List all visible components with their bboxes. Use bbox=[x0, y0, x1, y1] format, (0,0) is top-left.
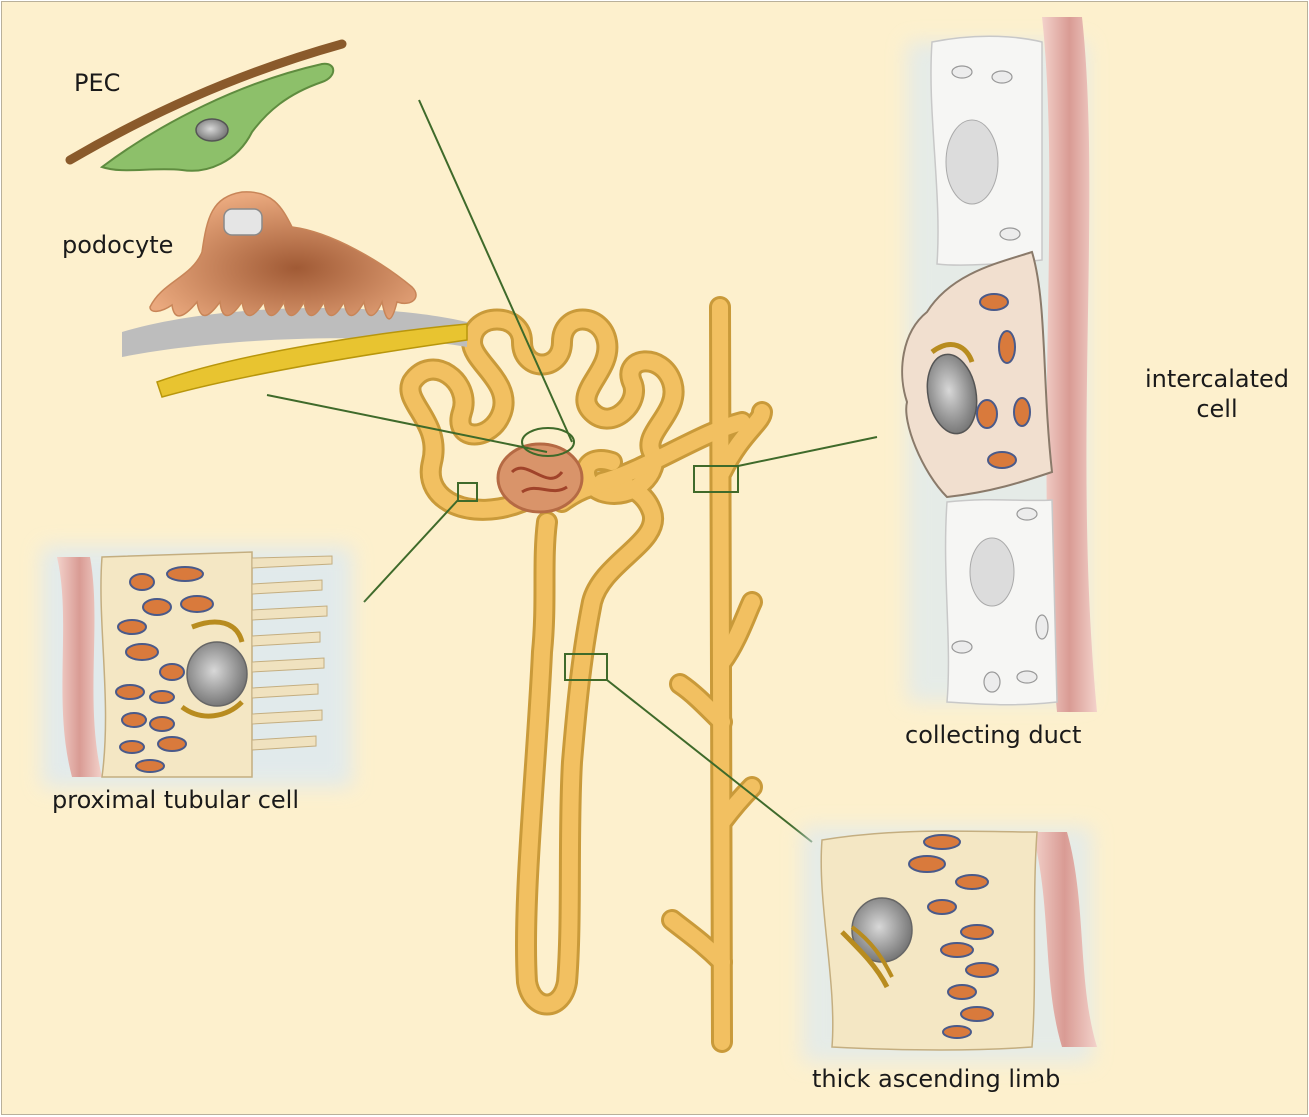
leader-lines bbox=[266, 99, 878, 843]
label-intercalated-line1: intercalated bbox=[1144, 365, 1290, 393]
glomerulus bbox=[496, 442, 584, 514]
label-proximal-tubular-cell: proximal tubular cell bbox=[52, 786, 300, 814]
label-podocyte: podocyte bbox=[62, 231, 174, 259]
nephron-tubule bbox=[399, 296, 773, 1053]
glomerulus-region-marker bbox=[521, 427, 575, 457]
podocyte-illustration bbox=[122, 191, 468, 398]
label-pec: PEC bbox=[74, 69, 121, 97]
thick-limb-region-marker bbox=[564, 653, 608, 681]
label-collecting-duct: collecting duct bbox=[905, 721, 1082, 749]
pec-cell-illustration bbox=[65, 39, 347, 172]
collecting-duct-region-marker bbox=[693, 465, 739, 493]
label-intercalated-line2: cell bbox=[1196, 395, 1238, 423]
label-intercalated-cell: intercalated cell bbox=[1127, 364, 1307, 424]
proximal-tubular-cell-illustration bbox=[42, 547, 352, 787]
thick-ascending-limb-illustration bbox=[802, 827, 1097, 1062]
collecting-duct-illustration bbox=[901, 17, 1097, 712]
label-thick-ascending-limb: thick ascending limb bbox=[812, 1065, 1061, 1093]
proximal-region-marker bbox=[457, 482, 478, 502]
